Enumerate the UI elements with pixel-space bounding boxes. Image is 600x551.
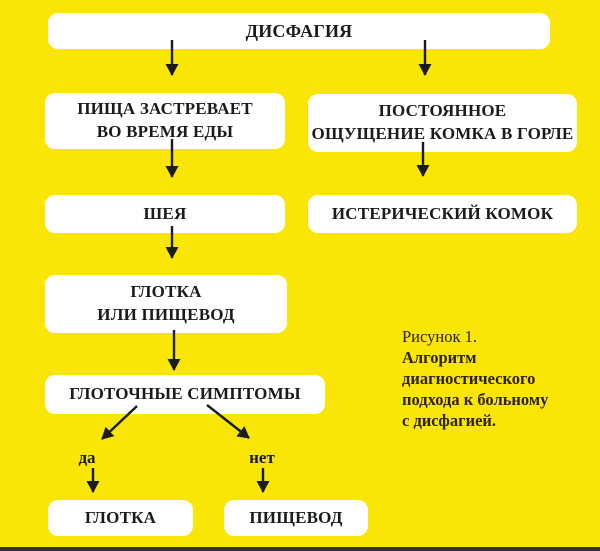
figure-caption: Рисунок 1. Алгоритм диагностического под… <box>402 326 582 431</box>
node-food-sticks: ПИЩА ЗАСТРЕВАЕТ ВО ВРЕМЯ ЕДЫ <box>45 93 285 149</box>
node-pharyngeal-symptoms: ГЛОТОЧНЫЕ СИМПТОМЫ <box>45 375 325 414</box>
branch-label-no: нет <box>249 448 275 467</box>
caption-line: подхода к больному <box>402 390 549 409</box>
photo-bottom-edge <box>0 547 600 551</box>
branch-label-yes: да <box>78 448 96 467</box>
node-pharynx-or-esophagus: ГЛОТКА ИЛИ ПИЩЕВОД <box>45 275 287 333</box>
node-hysterical-lump: ИСТЕРИЧЕСКИЙ КОМОК <box>308 195 577 233</box>
node-dysphagia: ДИСФАГИЯ <box>48 13 550 49</box>
arrow-symptoms-to-yes <box>101 405 138 440</box>
caption-line: с дисфагией. <box>402 411 497 430</box>
node-pharynx: ГЛОТКА <box>48 500 193 536</box>
caption-line: Алгоритм <box>402 348 477 367</box>
arrow-symptoms-to-no <box>206 404 250 439</box>
node-neck: ШЕЯ <box>45 195 285 233</box>
node-esophagus: ПИЩЕВОД <box>224 500 368 536</box>
node-constant-lump: ПОСТОЯННОЕ ОЩУЩЕНИЕ КОМКА В ГОРЛЕ <box>308 94 577 152</box>
caption-title: Рисунок 1. <box>402 327 477 346</box>
caption-line: диагностического <box>402 369 536 388</box>
